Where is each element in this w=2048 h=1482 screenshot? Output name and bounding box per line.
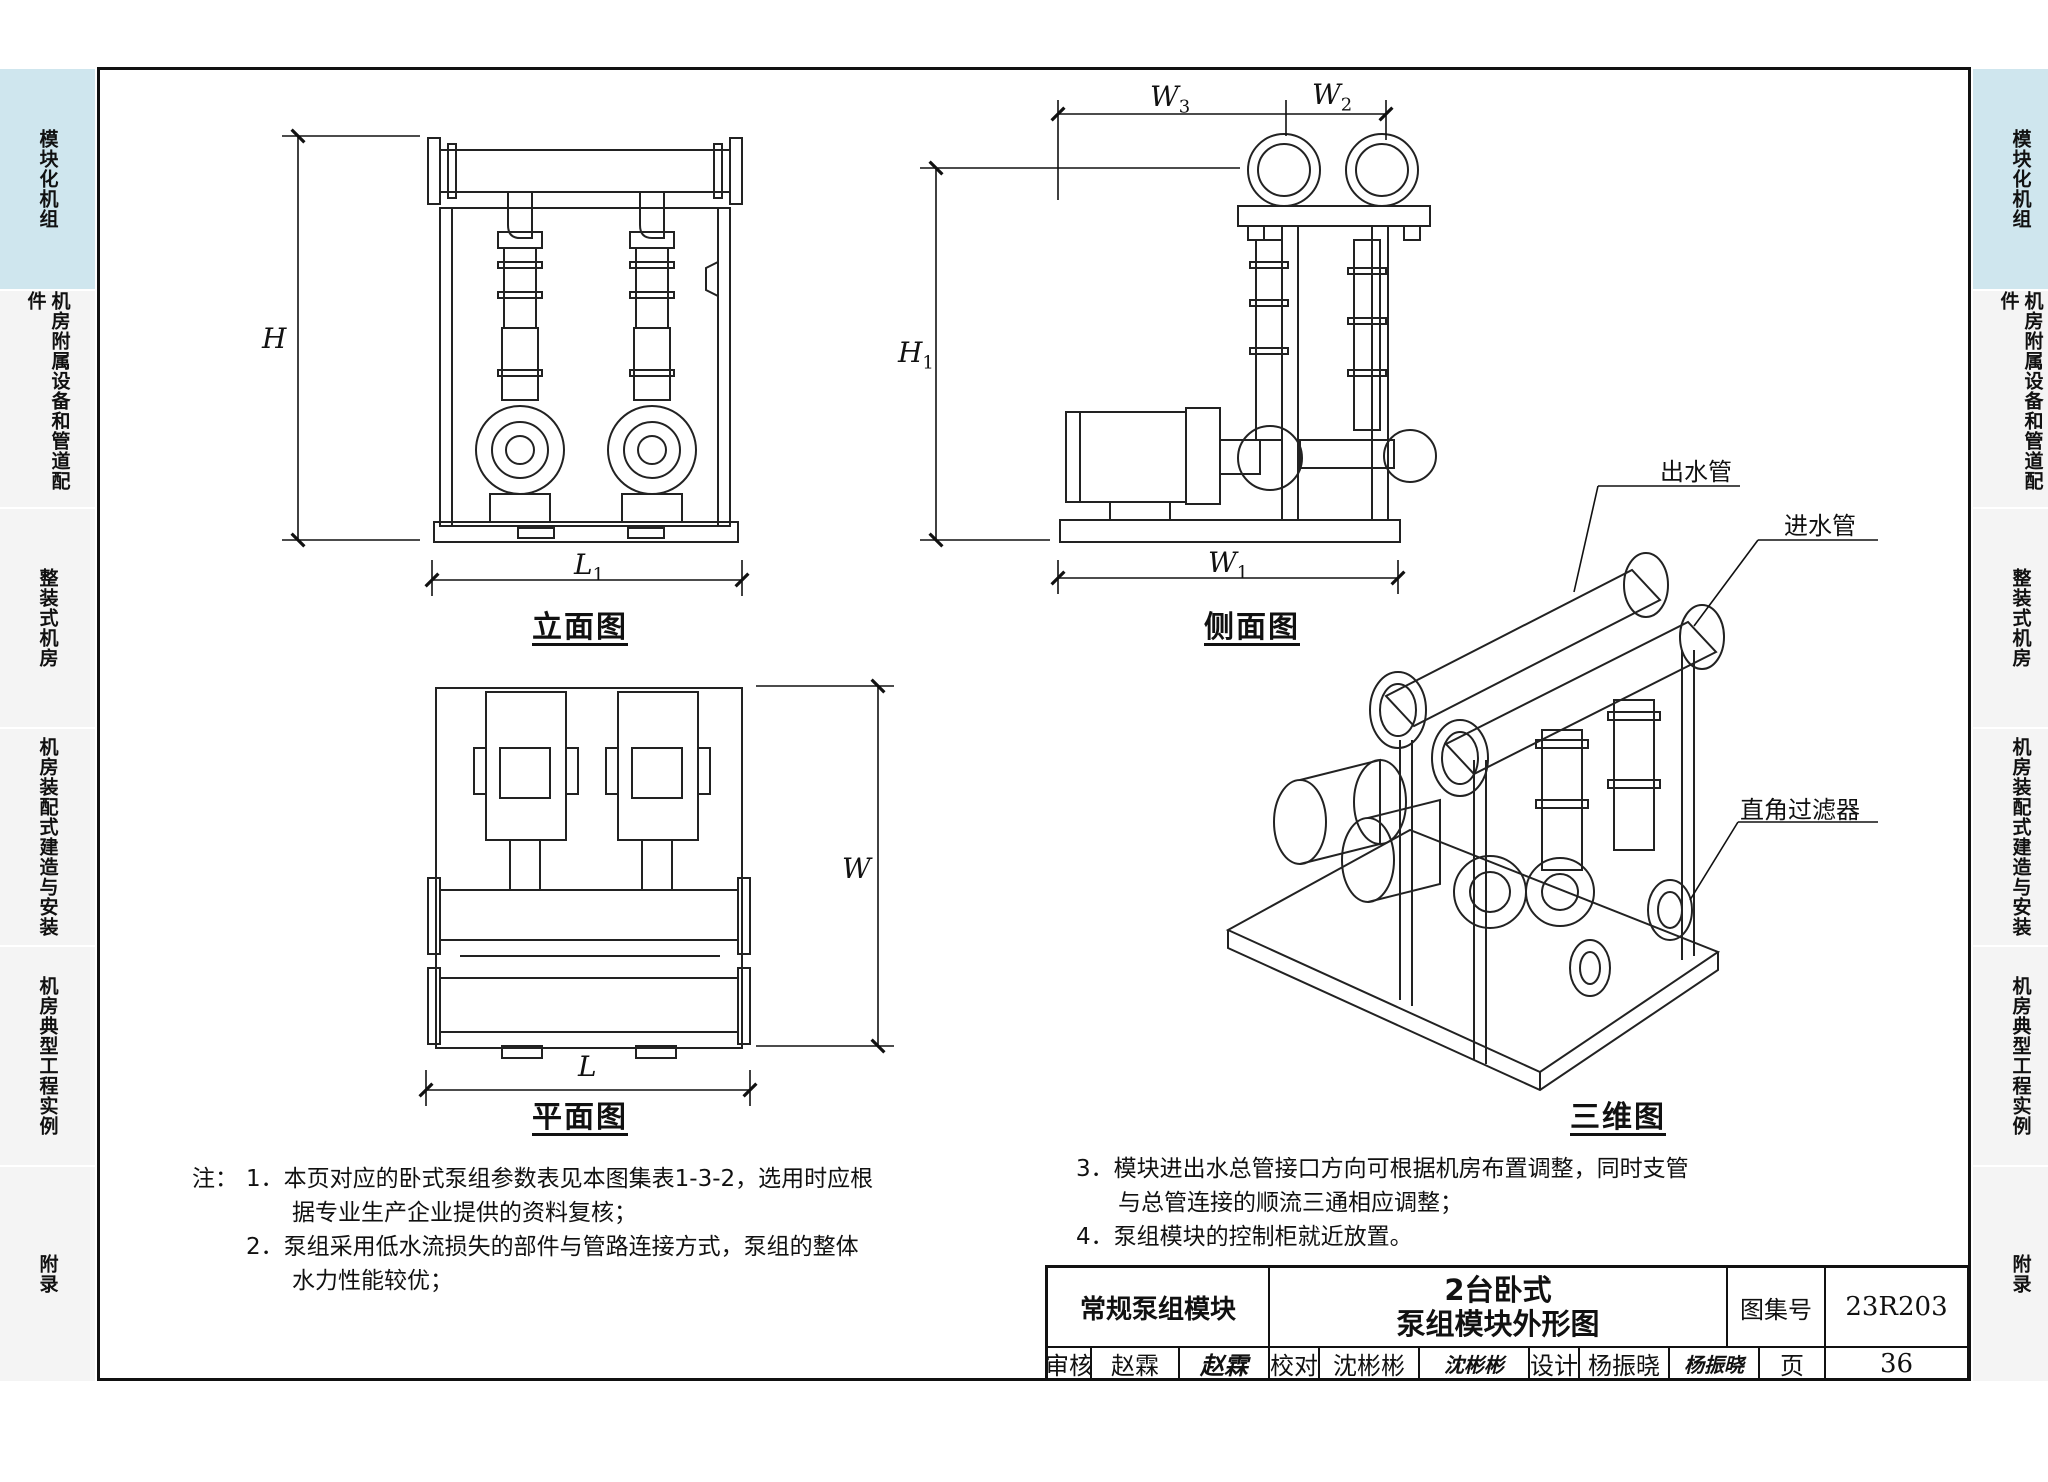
right-tab-prefab[interactable]: 机房装配式建造与安装 [1973,727,2048,945]
dim-L1-label: L1 [574,548,605,586]
tb-check-signature: 沈彬彬 [1420,1348,1530,1381]
right-tab-equipment[interactable]: 机房附属设备和管道配件 [1973,289,2048,507]
tb-review-label: 审核 [1048,1348,1092,1381]
right-tab-packaged-room[interactable]: 整装式机房 [1973,507,2048,727]
dim-W-label: W [842,852,871,885]
note-4: 4．泵组模块的控制柜就近放置。 [1076,1224,1413,1250]
elevation-dimensions [282,128,750,596]
left-tab-label: 机房装配式建造与安装 [36,737,59,937]
note-2-line-2: 水力性能较优； [292,1268,453,1294]
title-block: 常规泵组模块 2台卧式 泵组模块外形图 图集号 23R203 审核 赵霖 赵霖 … [1045,1265,1969,1381]
tb-page-label: 页 [1760,1348,1826,1381]
tb-review-signature: 赵霖 [1180,1348,1270,1381]
side-title: 侧面图 [1204,610,1300,645]
plan-title: 平面图 [532,1100,628,1135]
left-tab-label: 整装式机房 [36,568,59,668]
tb-page-number: 36 [1826,1348,1969,1381]
callout-leaders [1573,485,1878,901]
tb-designer: 杨振晓 [1580,1348,1670,1381]
plan-view [427,687,751,1059]
right-tab-modular-units[interactable]: 模块化机组 [1973,67,2048,289]
left-tab-label: 机房附属设备和管道配件 [24,291,71,491]
side-view [1059,133,1437,543]
right-tab-label: 机房典型工程实例 [2009,976,2032,1136]
right-tab-appendix[interactable]: 附录 [1973,1165,2048,1381]
left-tab-appendix[interactable]: 附录 [0,1165,95,1381]
tb-title-line-2: 泵组模块外形图 [1396,1307,1600,1341]
left-tab-modular-units[interactable]: 模块化机组 [0,67,95,289]
right-tab-label: 整装式机房 [2009,568,2032,668]
dim-W3-label: W3 [1150,80,1191,118]
left-tab-label: 附录 [36,1254,59,1294]
dim-W1-label: W1 [1208,546,1249,584]
side-dimensions [920,100,1406,594]
tb-title-line-1: 2台卧式 [1444,1273,1552,1307]
tb-design-signature: 杨振晓 [1670,1348,1760,1381]
drawing-frame [97,67,1971,1381]
tb-title: 2台卧式 泵组模块外形图 [1270,1268,1728,1348]
note-1-line-1: 1．本页对应的卧式泵组参数表见本图集表1-3-2，选用时应根 [246,1166,874,1192]
tb-check-label: 校对 [1270,1348,1320,1381]
left-tab-examples[interactable]: 机房典型工程实例 [0,945,95,1165]
callout-inlet-pipe: 进水管 [1784,512,1856,540]
callout-outlet-pipe: 出水管 [1660,458,1732,486]
right-tab-label: 机房附属设备和管道配件 [1997,291,2044,491]
tb-atlas-label: 图集号 [1728,1268,1826,1348]
right-tab-examples[interactable]: 机房典型工程实例 [1973,945,2048,1165]
elevation-view [427,137,743,543]
note-1-line-2: 据专业生产企业提供的资料复核； [292,1200,637,1226]
left-tab-prefab[interactable]: 机房装配式建造与安装 [0,727,95,945]
left-tab-equipment[interactable]: 机房附属设备和管道配件 [0,289,95,507]
three-d-view [1225,552,1725,1092]
tb-checker: 沈彬彬 [1320,1348,1420,1381]
left-tab-label: 模块化机组 [36,129,59,229]
elevation-title: 立面图 [532,610,628,645]
left-tab-label: 机房典型工程实例 [36,976,59,1136]
tb-reviewer: 赵霖 [1092,1348,1180,1381]
right-tab-label: 模块化机组 [2009,129,2032,229]
dim-L-label: L [578,1050,597,1083]
dim-H1-label: H1 [898,336,934,374]
callout-angle-filter: 直角过滤器 [1740,796,1860,824]
right-tab-label: 附录 [2009,1254,2032,1294]
plan-dimensions [418,678,894,1106]
tb-design-label: 设计 [1530,1348,1580,1381]
note-3-line-2: 与总管连接的顺流三通相应调整； [1118,1190,1463,1216]
dim-H-label: H [262,322,287,355]
notes-prefix: 注： [192,1166,238,1192]
note-2-line-1: 2．泵组采用低水流损失的部件与管路连接方式，泵组的整体 [246,1234,859,1260]
three-d-title: 三维图 [1570,1100,1666,1135]
tb-atlas-number: 23R203 [1826,1268,1969,1348]
left-tab-packaged-room[interactable]: 整装式机房 [0,507,95,727]
right-tab-label: 机房装配式建造与安装 [2009,737,2032,937]
dim-W2-label: W2 [1312,78,1353,116]
tb-category: 常规泵组模块 [1048,1268,1270,1348]
note-3-line-1: 3．模块进出水总管接口方向可根据机房布置调整，同时支管 [1076,1156,1689,1182]
